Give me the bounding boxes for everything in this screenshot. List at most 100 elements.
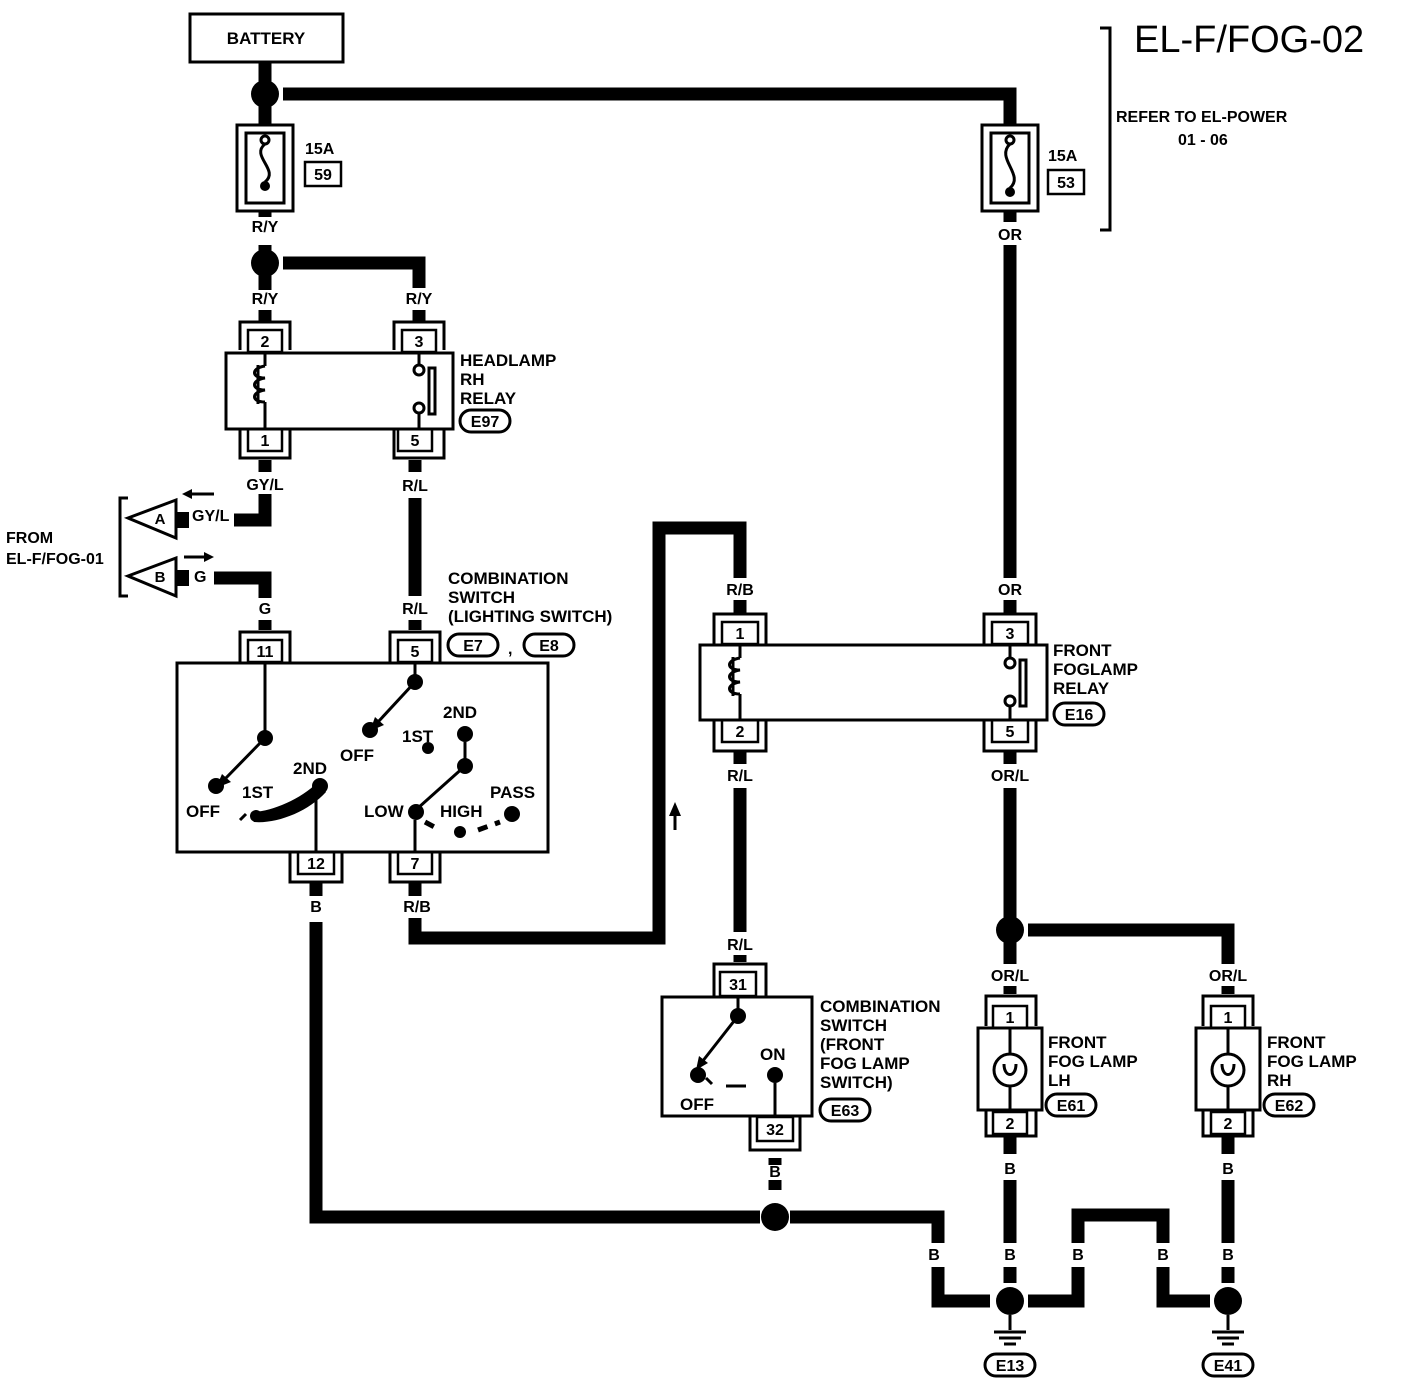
- battery-label: BATTERY: [227, 29, 306, 48]
- switch-pos: PASS: [490, 783, 535, 802]
- switch-pos: 1ST: [242, 783, 274, 802]
- lamp-code: E62: [1275, 1098, 1304, 1115]
- wire-label: G: [259, 601, 271, 618]
- relay-pin: 3: [1006, 626, 1015, 643]
- switch-pin: 11: [257, 644, 274, 661]
- lamp-name-1: FRONT: [1048, 1033, 1107, 1052]
- relay-pin: 1: [261, 433, 270, 450]
- wire-label: B: [1004, 1161, 1016, 1178]
- relay-name-1: HEADLAMP: [460, 351, 556, 370]
- wire-paths: [214, 62, 1235, 1308]
- connector-b: B: [155, 569, 166, 586]
- relay-name-3: RELAY: [1053, 679, 1110, 698]
- ground-code: E41: [1214, 1358, 1243, 1375]
- relay-code: E16: [1065, 707, 1094, 724]
- lamp-name-2: FOG LAMP: [1267, 1052, 1357, 1071]
- fuse-number: 59: [314, 167, 332, 184]
- headlamp-rh-relay: 2 3 1 5 HEADLAMP RH RELAY E97: [224, 320, 556, 460]
- switch-pos: LOW: [364, 802, 405, 821]
- switch-pos: OFF: [680, 1095, 714, 1114]
- fuse-amp: 15A: [305, 141, 335, 158]
- relay-code: E97: [471, 414, 500, 431]
- relay-pin: 2: [261, 334, 270, 351]
- switch-code: E7: [463, 638, 483, 655]
- switch-code: E8: [539, 638, 559, 655]
- wire-label: R/L: [402, 601, 428, 618]
- refer-bracket: [1100, 26, 1112, 232]
- relay-pin: 2: [736, 724, 745, 741]
- wire-label: R/Y: [252, 291, 279, 308]
- lamp-name-3: LH: [1048, 1071, 1071, 1090]
- wire-labels: R/Y R/Y R/Y OR GY/L R/L GY/L G G R/L R/B…: [192, 219, 1247, 1264]
- switch-pos: 2ND: [293, 759, 327, 778]
- junction-dot: [251, 80, 279, 108]
- fuse-amp: 15A: [1048, 148, 1078, 165]
- wire-label: R/Y: [406, 291, 433, 308]
- wire-label: B: [310, 899, 322, 916]
- wire-label: B: [1222, 1161, 1234, 1178]
- switch-name-4: FOG LAMP: [820, 1054, 910, 1073]
- wire-label: R/L: [727, 937, 753, 954]
- connector-a: A: [155, 511, 166, 528]
- switch-pin: 12: [307, 856, 325, 873]
- wire-label: GY/L: [246, 477, 284, 494]
- lamp-name-1: FRONT: [1267, 1033, 1326, 1052]
- fog-lamp-lh: 1 2 FRONT FOG LAMP LH E61: [976, 994, 1138, 1138]
- switch-pos: OFF: [186, 802, 220, 821]
- switch-pos: HIGH: [440, 802, 483, 821]
- wire-label: B: [1157, 1247, 1169, 1264]
- wire-label: GY/L: [192, 508, 230, 525]
- wire-label: G: [194, 569, 206, 586]
- switch-name-1: COMBINATION: [448, 569, 569, 588]
- switch-name-3: (LIGHTING SWITCH): [448, 607, 612, 626]
- wire-label: OR: [998, 227, 1022, 244]
- relay-name-2: RH: [460, 370, 485, 389]
- wire-label: OR/L: [991, 768, 1029, 785]
- diagram-title: EL-F/FOG-02: [1134, 19, 1364, 61]
- wire-label: B: [769, 1164, 781, 1181]
- wire-label: R/L: [402, 478, 428, 495]
- direction-arrow: [669, 802, 681, 816]
- ground-e13: E13: [983, 1315, 1037, 1378]
- wire-label: OR: [998, 582, 1022, 599]
- lamp-name-3: RH: [1267, 1071, 1292, 1090]
- relay-pin: 5: [411, 433, 420, 450]
- wire-label: R/B: [726, 582, 754, 599]
- switch-name-3: (FRONT: [820, 1035, 885, 1054]
- lamp-name-2: FOG LAMP: [1048, 1052, 1138, 1071]
- relay-pin: 3: [415, 334, 424, 351]
- wire-label: B: [1072, 1247, 1084, 1264]
- switch-name-5: SWITCH): [820, 1073, 893, 1092]
- front-foglamp-relay: 1 3 2 5 FRONT FOGLAMP RELAY E16: [698, 612, 1138, 753]
- junction-dot: [761, 1203, 789, 1231]
- relay-name-3: RELAY: [460, 389, 517, 408]
- fuse-53: 15A 53: [980, 123, 1086, 213]
- relay-pin: 1: [736, 626, 745, 643]
- junctions: [251, 80, 1242, 1315]
- wire-label: R/Y: [252, 219, 279, 236]
- junction-dot: [996, 1287, 1024, 1315]
- from-line-2: EL-F/FOG-01: [6, 551, 104, 568]
- switch-pin: 31: [729, 977, 747, 994]
- wire-label: B: [928, 1247, 940, 1264]
- wire-label: R/B: [403, 899, 431, 916]
- refer-line-2: 01 - 06: [1178, 132, 1228, 149]
- wire-label: OR/L: [1209, 968, 1247, 985]
- battery-box: [188, 12, 345, 64]
- lamp-pin: 1: [1006, 1010, 1015, 1027]
- from-line-1: FROM: [6, 530, 53, 547]
- switch-pin: 7: [411, 856, 420, 873]
- ground-code: E13: [996, 1358, 1025, 1375]
- fog-lamp-switch: 31 32 ON OFF COMBINATION SWITCH (FRONT F…: [660, 962, 941, 1152]
- fuse-number: 53: [1057, 175, 1075, 192]
- ground-e41: E41: [1201, 1315, 1255, 1378]
- lamp-pin: 2: [1006, 1116, 1015, 1133]
- junction-dot: [1214, 1287, 1242, 1315]
- junction-dot: [996, 916, 1024, 944]
- from-connectors: FROM EL-F/FOG-01 A B: [6, 489, 214, 599]
- relay-pin: 5: [1006, 724, 1015, 741]
- switch-code: E63: [831, 1103, 860, 1120]
- lamp-code: E61: [1057, 1098, 1086, 1115]
- switch-pos: ON: [760, 1045, 786, 1064]
